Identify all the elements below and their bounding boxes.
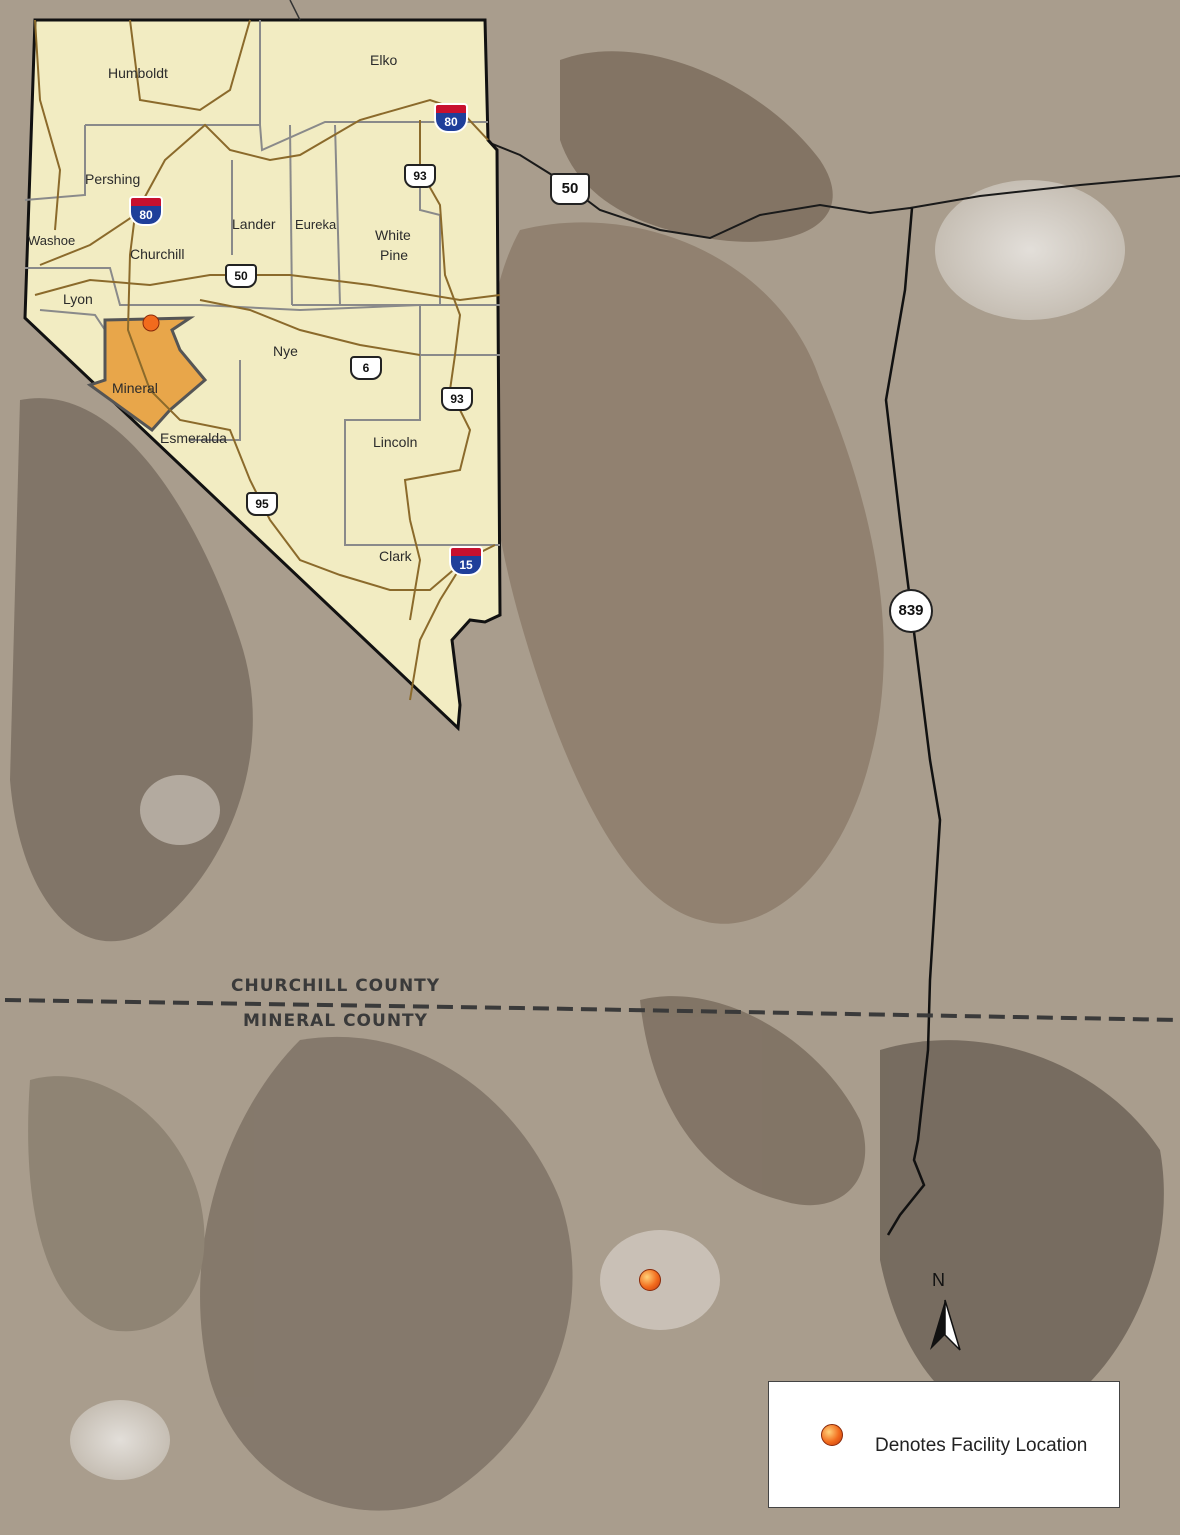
interstate-15-shield: 15 bbox=[449, 546, 483, 576]
county-label-humboldt: Humboldt bbox=[108, 65, 168, 81]
north-arrow-label: N bbox=[932, 1270, 945, 1290]
county-label-mineral: Mineral bbox=[112, 380, 158, 396]
county-boundary-line bbox=[4, 998, 1180, 1022]
county-label-elko: Elko bbox=[370, 52, 398, 68]
sr-839-road bbox=[884, 207, 942, 1236]
churchill-county-label: CHURCHILL COUNTY bbox=[231, 976, 441, 996]
us-50-shield-inset: 50 bbox=[225, 264, 257, 288]
facility-location-marker bbox=[639, 1269, 661, 1291]
county-label-pershing: Pershing bbox=[85, 171, 141, 187]
county-label-lyon: Lyon bbox=[63, 291, 93, 307]
us-95-shield: 95 bbox=[246, 492, 278, 516]
county-label-white-pine-2: Pine bbox=[380, 247, 409, 263]
county-label-churchill: Churchill bbox=[130, 246, 185, 262]
county-label-lincoln: Lincoln bbox=[373, 434, 418, 450]
county-label-white-pine-1: White bbox=[375, 227, 411, 243]
mineral-county-highlight bbox=[86, 316, 208, 433]
facility-marker-icon bbox=[821, 1424, 843, 1446]
legend-facility-label: Denotes Facility Location bbox=[875, 1435, 1088, 1456]
mineral-county-label: MINERAL COUNTY bbox=[243, 1011, 428, 1031]
us-50-shield-main: 50 bbox=[550, 173, 590, 205]
county-label-eureka: Eureka bbox=[295, 217, 337, 232]
us-93-shield-south: 93 bbox=[441, 387, 473, 411]
county-label-clark: Clark bbox=[379, 548, 412, 564]
county-label-nye: Nye bbox=[273, 343, 298, 359]
sr-839-shield: 839 bbox=[889, 589, 933, 633]
map-legend: Denotes Facility Location bbox=[768, 1381, 1120, 1508]
interstate-80-shield-west: 80 bbox=[129, 196, 163, 226]
county-label-washoe: Washoe bbox=[28, 233, 76, 248]
county-label-lander: Lander bbox=[232, 216, 276, 232]
interstate-80-shield-east: 80 bbox=[434, 103, 468, 133]
us-6-shield: 6 bbox=[350, 356, 382, 380]
north-arrow-icon bbox=[930, 1299, 961, 1351]
county-label-esmeralda: Esmeralda bbox=[160, 430, 227, 446]
us-93-shield-north: 93 bbox=[404, 164, 436, 188]
